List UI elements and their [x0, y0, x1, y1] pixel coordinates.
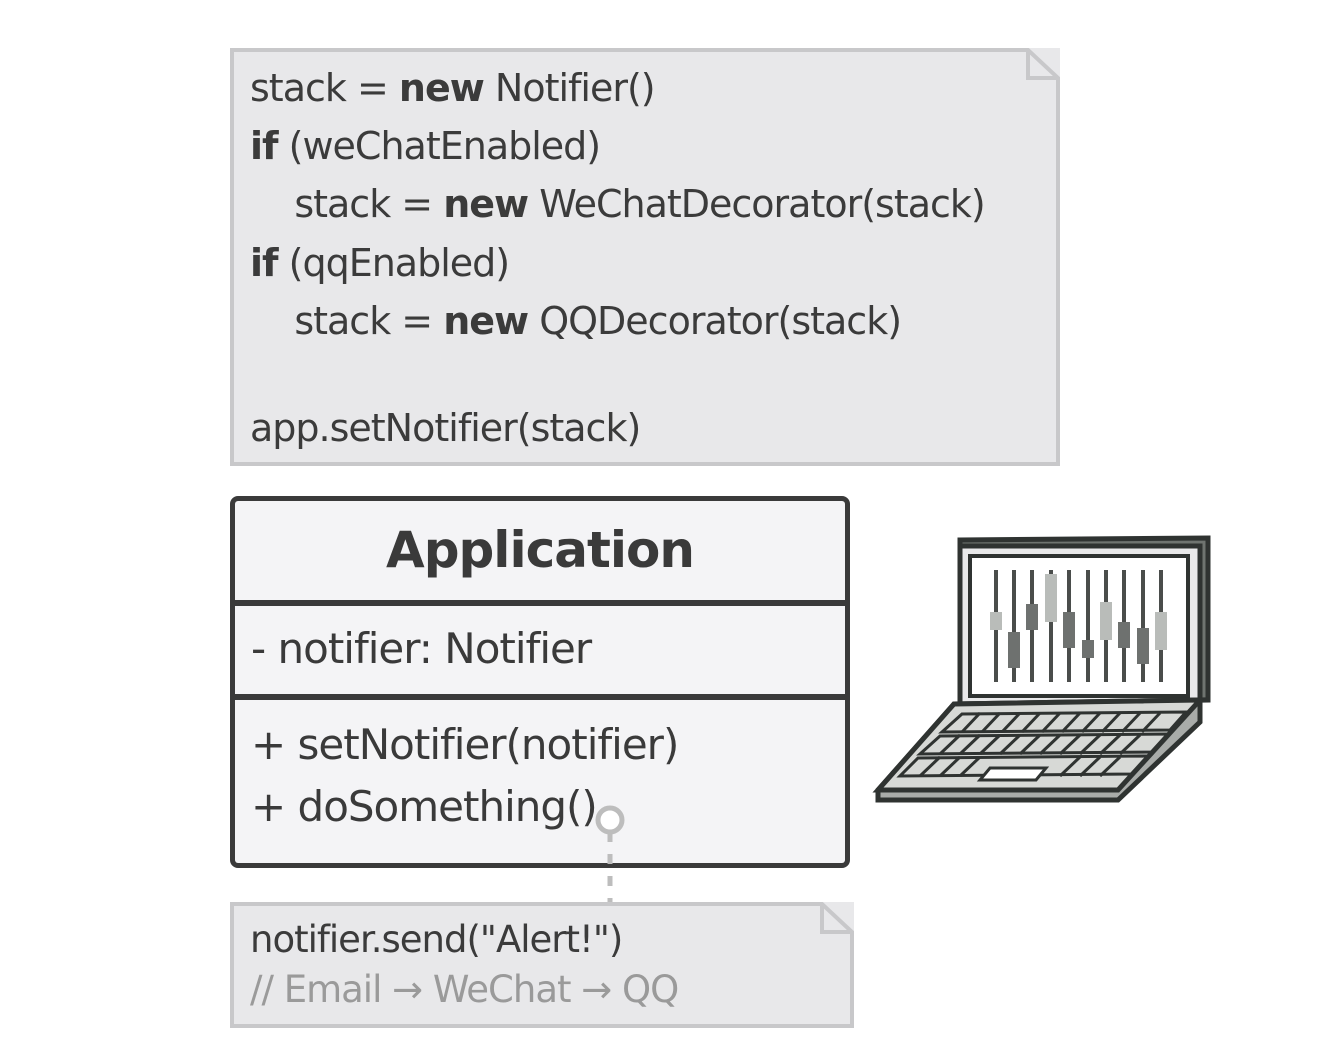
class-attributes: - notifier: Notifier — [235, 606, 845, 694]
code-line-4: if (qqEnabled) — [250, 241, 510, 285]
note-connector — [595, 805, 625, 902]
class-methods: + setNotifier(notifier) + doSomething() — [235, 700, 845, 863]
code-note: stack = new Notifier() if (weChatEnabled… — [230, 48, 1060, 466]
send-call-line: notifier.send("Alert!") — [250, 918, 623, 961]
class-name: Application — [235, 501, 845, 600]
application-class-box: Application - notifier: Notifier + setNo… — [230, 496, 850, 868]
code-line-6: app.setNotifier(stack) — [250, 406, 641, 450]
method-do-something: + doSomething() — [251, 782, 598, 831]
code-line-2: if (weChatEnabled) — [250, 124, 601, 168]
method-set-notifier: + setNotifier(notifier) — [251, 720, 679, 769]
code-line-3: stack = new WeChatDecorator(stack) — [250, 182, 985, 226]
connector-circle-icon — [595, 805, 625, 835]
code-line-1: stack = new Notifier() — [250, 66, 656, 110]
attribute-notifier: - notifier: Notifier — [251, 624, 592, 673]
comment-note: notifier.send("Alert!") // Email → WeCha… — [230, 902, 854, 1028]
laptop-icon — [872, 535, 1211, 803]
code-line-5: stack = new QQDecorator(stack) — [250, 299, 902, 343]
comment-line: // Email → WeChat → QQ — [250, 968, 679, 1011]
